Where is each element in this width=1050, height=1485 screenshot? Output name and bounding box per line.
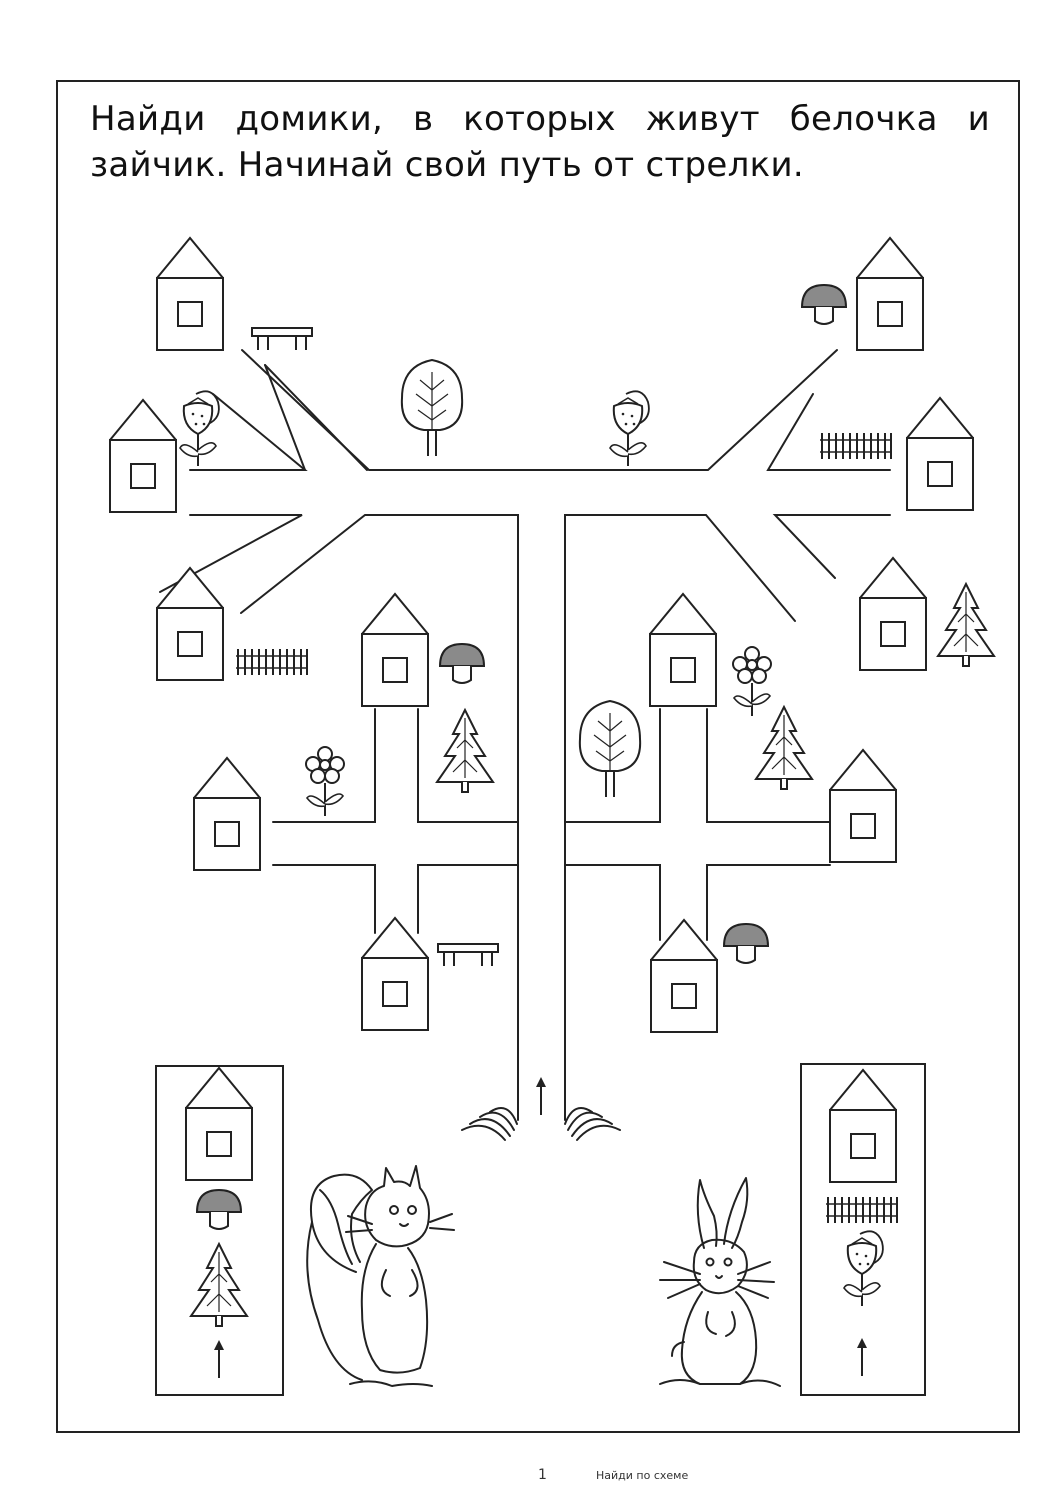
footer-title: Найди по схеме — [596, 1469, 689, 1482]
strawberry-icon — [609, 390, 650, 467]
tree-icon — [578, 700, 642, 798]
start-arrow-icon — [535, 1076, 547, 1116]
house-icon — [856, 237, 924, 351]
house-icon — [361, 593, 429, 707]
tree-icon — [400, 359, 464, 457]
bench-icon — [251, 327, 313, 351]
fir-tree-icon — [755, 706, 813, 790]
house-icon — [193, 757, 261, 871]
mushroom-icon — [801, 284, 847, 325]
fir-tree-icon — [937, 583, 995, 667]
instruction-line-2: зайчик. Начинай свой путь от стрелки. — [90, 145, 805, 185]
fir-tree-icon — [436, 709, 494, 793]
grass-icon — [461, 1107, 621, 1141]
flower-icon — [732, 646, 772, 717]
house-icon — [829, 749, 897, 863]
house-icon — [906, 397, 974, 511]
house-icon — [361, 917, 429, 1031]
page-number: 1 — [538, 1467, 547, 1483]
task-instruction: Найди домики, в которых живут белочка и … — [90, 96, 990, 188]
squirrel-icon — [306, 1165, 455, 1387]
strawberry-icon — [179, 390, 220, 467]
page-frame — [56, 80, 1020, 1433]
hare-icon — [659, 1177, 781, 1387]
bench-icon — [437, 943, 499, 967]
house-icon — [109, 399, 177, 513]
fence-icon — [819, 432, 893, 460]
mushroom-icon — [723, 923, 769, 964]
house-icon — [156, 237, 224, 351]
house-icon — [156, 567, 224, 681]
mushroom-icon — [439, 643, 485, 684]
fence-icon — [235, 648, 309, 676]
house-icon — [859, 557, 927, 671]
maze-roads — [159, 349, 891, 1121]
instruction-line-1: Найди домики, в которых живут белочка и — [90, 99, 990, 139]
house-icon — [649, 593, 717, 707]
flower-icon — [305, 746, 345, 817]
